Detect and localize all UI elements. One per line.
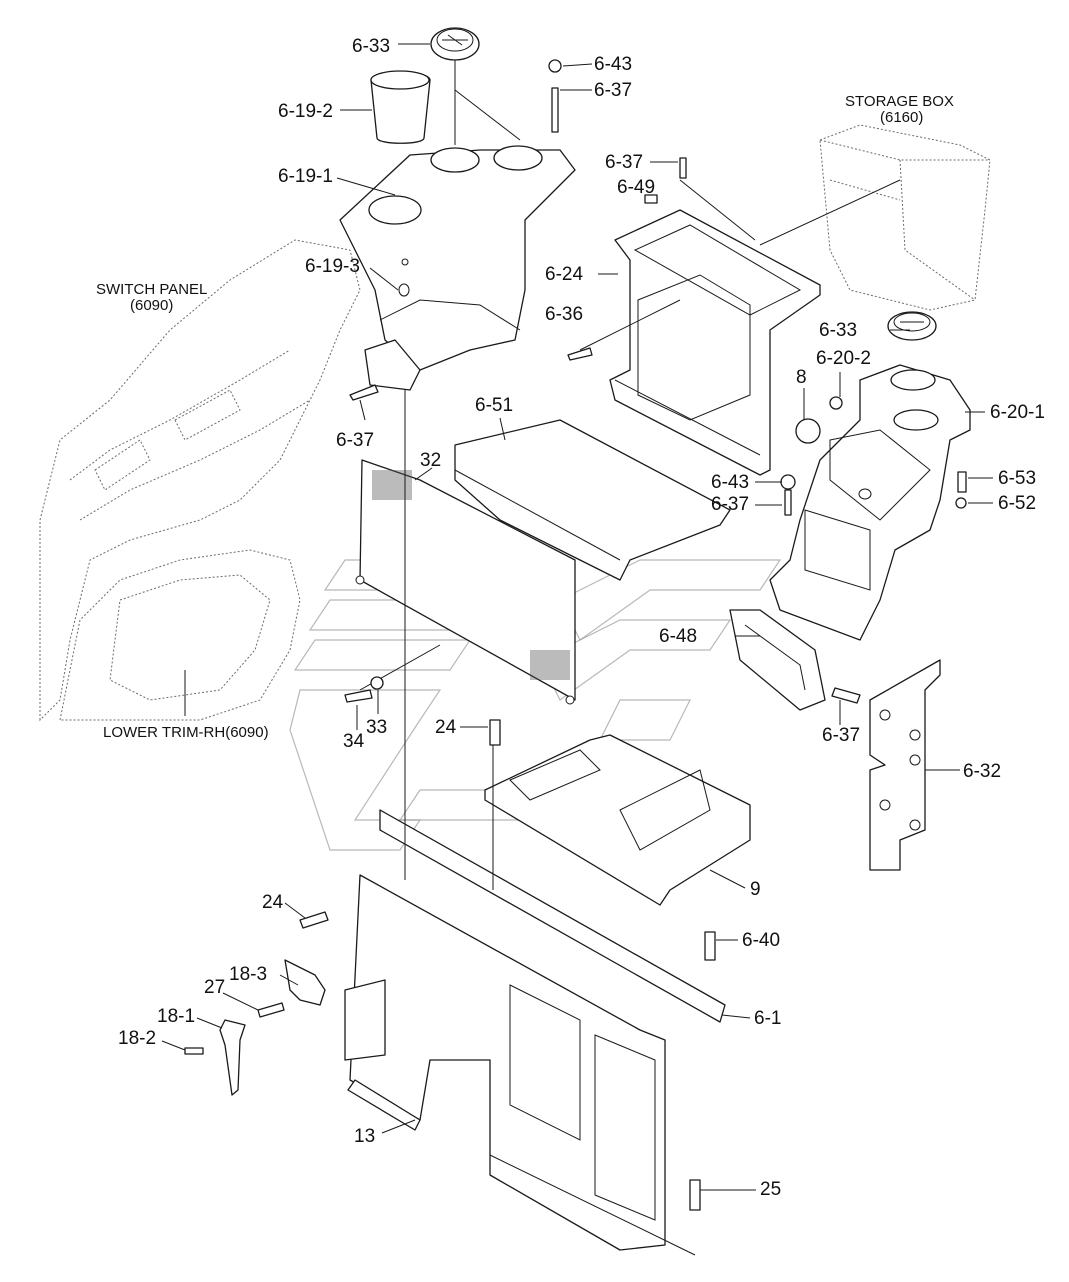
callout-8: 8 (796, 367, 807, 388)
storage-tray (609, 209, 821, 476)
storage-box-code: (6160) (880, 109, 923, 126)
callout-6-37-tray: 6-37 (605, 152, 643, 173)
callout-leaders (161, 43, 993, 1256)
callout-24-upper: 24 (435, 717, 457, 738)
storage-box-label: STORAGE BOX (845, 93, 954, 110)
callout-18-1: 18-1 (157, 1006, 195, 1027)
front-console-cover (339, 145, 576, 391)
callout-6-20-2: 6-20-2 (816, 348, 871, 369)
callout-32: 32 (420, 450, 441, 471)
callout-33: 33 (366, 717, 387, 738)
callout-6-19-2: 6-19-2 (278, 101, 333, 122)
callout-6-53: 6-53 (998, 468, 1036, 489)
callout-6-40: 6-40 (742, 930, 780, 951)
switch-panel-code: (6090) (130, 297, 173, 314)
callout-6-36: 6-36 (545, 304, 583, 325)
cap-6-33-right (887, 311, 937, 341)
leader-6-43-top (454, 89, 521, 141)
cup-holder-insert (370, 70, 431, 144)
callout-6-52: 6-52 (998, 493, 1036, 514)
cap-6-33-top (430, 27, 480, 61)
callout-18-3: 18-3 (229, 964, 267, 985)
callout-6-19-1: 6-19-1 (278, 166, 333, 187)
callout-27: 27 (204, 977, 225, 998)
callout-6-20-1: 6-20-1 (990, 402, 1045, 423)
side-plate (869, 659, 941, 871)
mounting-bracket (484, 734, 751, 906)
vented-side-panel (355, 459, 576, 705)
callout-6-24: 6-24 (545, 264, 583, 285)
callout-6-51: 6-51 (475, 395, 513, 416)
callout-6-48: 6-48 (659, 626, 697, 647)
switch-panel-ghost (39, 239, 361, 722)
leader-storage-box (759, 179, 901, 246)
callout-labels: 6-33 6-43 6-37 6-19-2 6-19-1 6-19-3 6-37… (118, 36, 1045, 1200)
callout-6-37-top: 6-37 (594, 80, 632, 101)
rear-console-cover (769, 364, 971, 641)
callout-6-43-mid: 6-43 (711, 472, 749, 493)
callout-25: 25 (760, 1179, 781, 1200)
reference-labels: STORAGE BOX (6160) SWITCH PANEL (6090) L… (96, 93, 954, 741)
callout-6-43-top: 6-43 (594, 54, 632, 75)
leader-6-49 (679, 179, 756, 241)
callout-6-32: 6-32 (963, 761, 1001, 782)
long-mounting-rail (379, 809, 726, 1023)
switch-panel-label: SWITCH PANEL (96, 281, 207, 298)
lower-trim-label: LOWER TRIM-RH(6090) (103, 724, 269, 741)
callout-9: 9 (750, 879, 761, 900)
base-plate (344, 874, 666, 1251)
callout-6-37-right: 6-37 (822, 725, 860, 746)
callout-13: 13 (354, 1126, 375, 1147)
release-handle (184, 959, 326, 1096)
callout-6-1: 6-1 (754, 1008, 781, 1029)
callout-6-33-right: 6-33 (819, 320, 857, 341)
callout-18-2: 18-2 (118, 1028, 156, 1049)
callout-24-lower: 24 (262, 892, 284, 913)
storage-box-ghost (819, 124, 991, 311)
callout-6-37-mid: 6-37 (711, 494, 749, 515)
storage-pocket (729, 609, 826, 711)
callout-6-49: 6-49 (617, 177, 655, 198)
callout-6-37-left: 6-37 (336, 430, 374, 451)
callout-34: 34 (343, 731, 365, 752)
callout-6-19-3: 6-19-3 (305, 256, 360, 277)
leader-6-36 (579, 299, 681, 351)
callout-6-33-top: 6-33 (352, 36, 390, 57)
fasteners (257, 59, 967, 1211)
tray-cover (454, 419, 731, 581)
